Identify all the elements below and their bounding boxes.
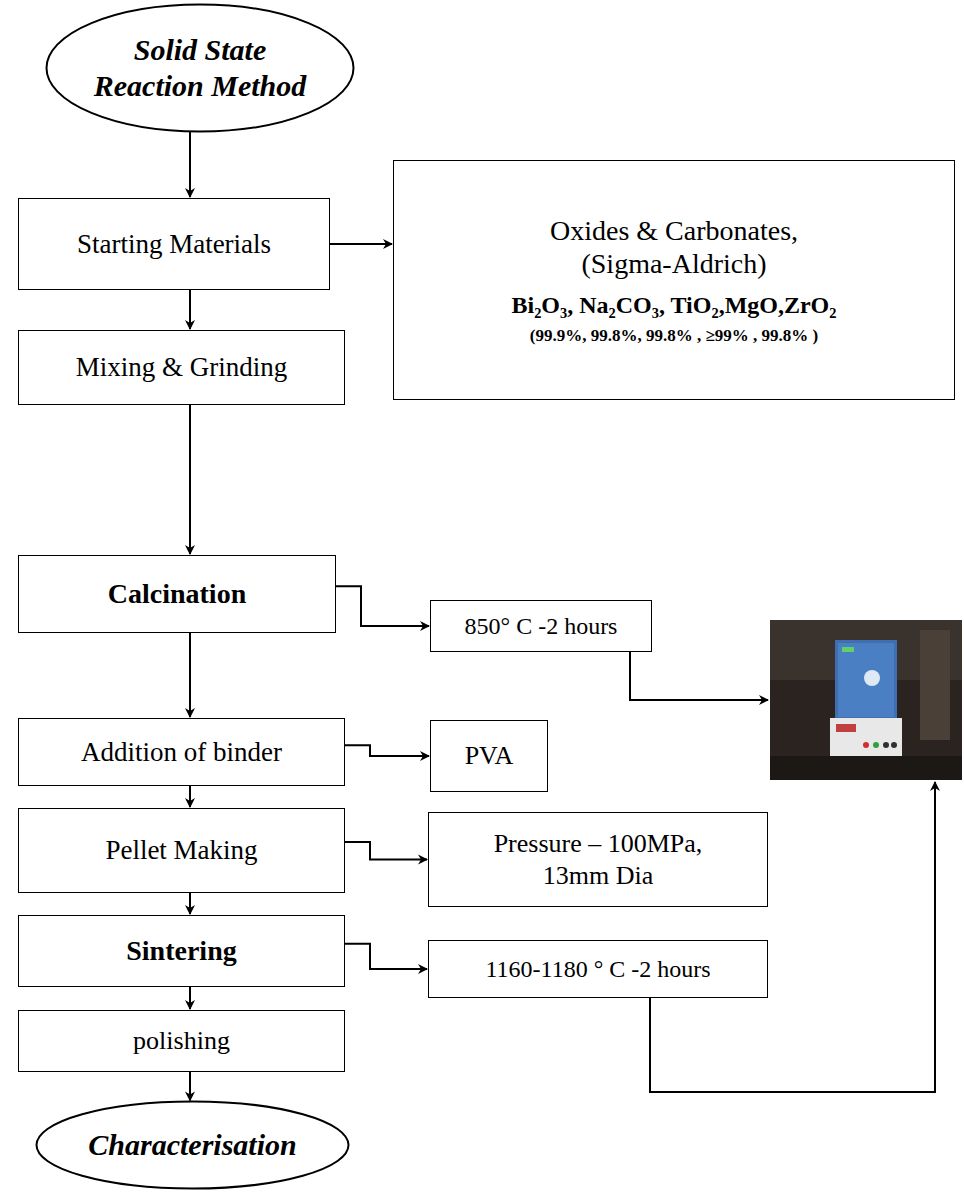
flow-arrow bbox=[189, 1072, 191, 1101]
condition-box: 850° C -2 hours bbox=[430, 600, 652, 652]
node-text: Calcination bbox=[108, 577, 246, 611]
ellipse-shape bbox=[37, 1102, 349, 1189]
flow-arrow bbox=[330, 243, 392, 245]
node-text: polishing bbox=[133, 1025, 230, 1056]
node-text: (99.9%, 99.8%, 99.8% , ≥99% , 99.8% ) bbox=[530, 326, 818, 346]
flow-arrow bbox=[189, 405, 191, 554]
furnace-photo bbox=[770, 620, 962, 780]
node-text: 850° C -2 hours bbox=[465, 612, 618, 641]
node-text: 1160-1180 ° C -2 hours bbox=[485, 955, 710, 984]
flow-arrow bbox=[336, 586, 429, 626]
ellipse-outline bbox=[45, 3, 355, 133]
leader-arrow bbox=[630, 652, 768, 700]
process-box: Starting Materials bbox=[18, 198, 330, 290]
condition-box: Pressure – 100MPa, 13mm Dia bbox=[428, 812, 768, 907]
condition-box: 1160-1180 ° C -2 hours bbox=[428, 940, 768, 998]
flow-arrow bbox=[345, 842, 427, 860]
node-text: PVA bbox=[465, 740, 514, 771]
condition-box: PVA bbox=[430, 720, 548, 792]
node-text: Addition of binder bbox=[81, 736, 282, 768]
node-text: Starting Materials bbox=[77, 228, 271, 260]
ellipse-shape bbox=[47, 5, 354, 132]
node-text: Bi₂O₃, Na₂CO₃, TiO₂,MgO,ZrO₂ bbox=[512, 291, 837, 320]
flow-arrow bbox=[189, 633, 191, 717]
node-text: Pellet Making bbox=[105, 834, 257, 866]
flow-arrow bbox=[189, 987, 191, 1009]
node-text: Pressure – 100MPa, 13mm Dia bbox=[478, 828, 718, 890]
flow-arrow bbox=[189, 290, 191, 329]
process-box: polishing bbox=[18, 1010, 345, 1072]
process-box: Sintering bbox=[18, 915, 345, 987]
process-box: Calcination bbox=[18, 555, 336, 633]
end-ellipse: Characterisation bbox=[35, 1100, 350, 1190]
node-text: Oxides & Carbonates, (Sigma-Aldrich) bbox=[509, 214, 839, 281]
flow-arrow bbox=[189, 893, 191, 914]
materials-box: Oxides & Carbonates, (Sigma-Aldrich) Bi₂O… bbox=[393, 160, 955, 400]
start-ellipse: Solid State Reaction Method bbox=[45, 3, 355, 133]
flow-arrow bbox=[189, 131, 191, 197]
node-text: Mixing & Grinding bbox=[76, 351, 288, 383]
node-text: Characterisation bbox=[88, 1127, 296, 1163]
node-text: Sintering bbox=[126, 934, 236, 968]
node-text: Solid State Reaction Method bbox=[80, 32, 320, 104]
flow-arrow bbox=[345, 944, 427, 969]
flow-arrow bbox=[189, 786, 191, 807]
flow-arrow bbox=[345, 745, 429, 756]
process-box: Mixing & Grinding bbox=[18, 330, 345, 405]
process-box: Addition of binder bbox=[18, 718, 345, 786]
process-box: Pellet Making bbox=[18, 808, 345, 893]
